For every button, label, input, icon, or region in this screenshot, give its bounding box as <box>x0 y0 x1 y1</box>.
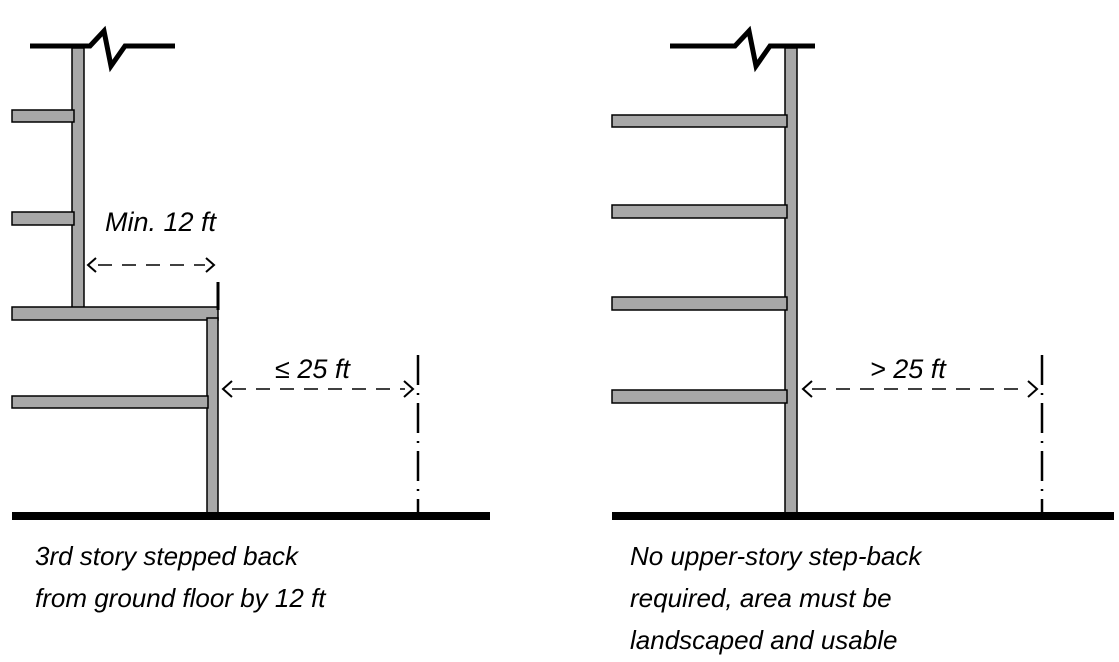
caption-line: 3rd story stepped back <box>35 541 300 571</box>
break-line-icon <box>670 25 815 73</box>
lower-wall <box>206 317 219 515</box>
right-diagram: > 25 ft No upper-story step-back require… <box>611 25 1114 655</box>
dimension-arrow-over-25 <box>801 380 1039 398</box>
floor-slab <box>11 109 75 123</box>
upper-wall <box>71 47 85 311</box>
caption-line: landscaped and usable <box>630 625 897 655</box>
stepback-slab <box>11 306 219 321</box>
break-line-icon <box>30 25 175 73</box>
dimension-arrow-min-12 <box>86 257 216 273</box>
dimension-arrow-25 <box>221 380 415 398</box>
caption-line: No upper-story step-back <box>630 541 923 571</box>
floor-slab <box>11 395 209 409</box>
ground-line <box>12 512 490 520</box>
floor-slab <box>11 211 75 226</box>
dimension-label-max-25: ≤ 25 ft <box>275 354 351 384</box>
dimension-label-min-12: Min. 12 ft <box>105 207 218 237</box>
left-diagram: Min. 12 ft ≤ 25 ft 3rd story stepped bac… <box>11 25 490 613</box>
floor-slab <box>611 114 788 128</box>
ground-line <box>612 512 1114 520</box>
floor-slab <box>611 296 788 311</box>
dimension-label-over-25: > 25 ft <box>870 354 947 384</box>
floor-slab <box>611 204 788 219</box>
caption-line: required, area must be <box>630 583 892 613</box>
floor-slab <box>611 389 788 404</box>
caption-line: from ground floor by 12 ft <box>35 583 327 613</box>
